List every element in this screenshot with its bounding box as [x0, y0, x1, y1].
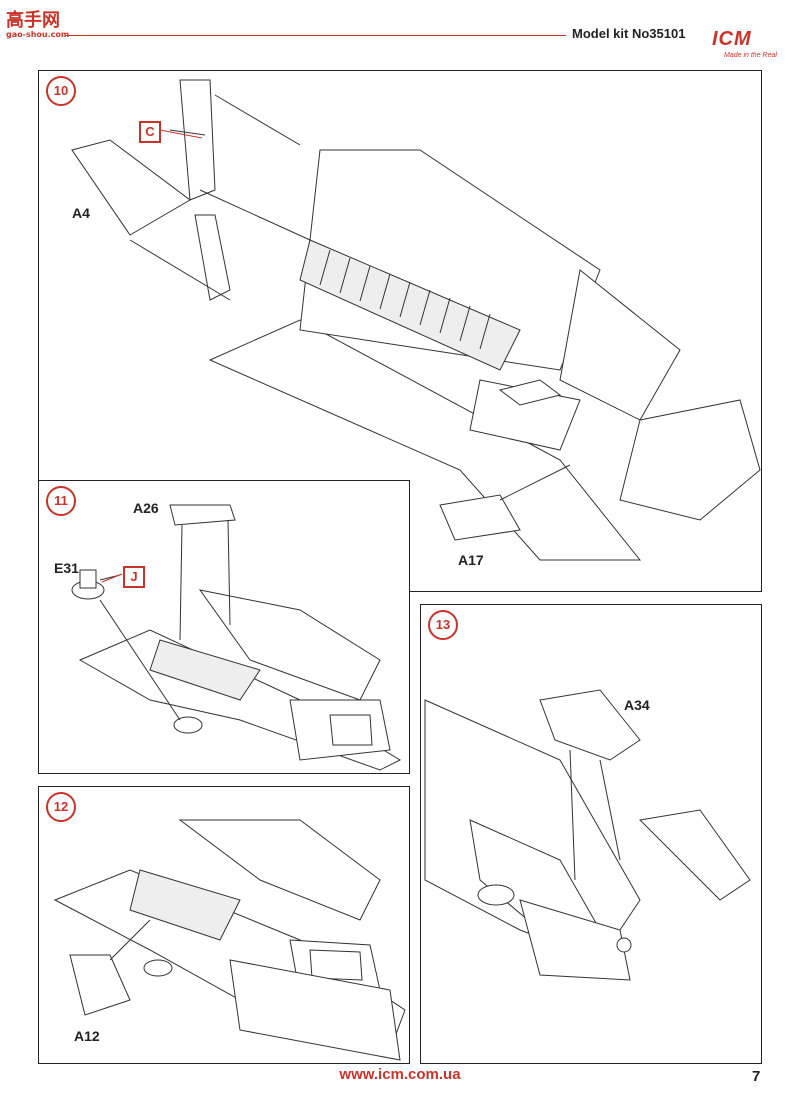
site-logo-subtext: gao-shou.com [6, 30, 70, 39]
step-13-drawing [424, 689, 751, 981]
kit-number: Model kit No35101 [572, 26, 686, 41]
website-url: www.icm.com.ua [339, 1066, 461, 1083]
header-rule [66, 35, 566, 36]
step-10-drawing [71, 79, 761, 561]
site-logo: 高手网 gao-shou.com [6, 6, 69, 39]
part-label-e31: E31 [54, 560, 79, 576]
step-12-drawing [53, 819, 406, 1061]
brand-tagline: Made in the Real [724, 52, 777, 59]
site-logo-text: 高手网 [6, 10, 60, 31]
part-label-a26: A26 [133, 500, 159, 516]
step-number-10: 10 [46, 76, 76, 106]
part-label-a4: A4 [72, 205, 90, 221]
part-label-a34: A34 [624, 697, 650, 713]
step-number-11: 11 [46, 486, 76, 516]
paint-code-c: C [139, 121, 161, 143]
part-label-a12: A12 [74, 1028, 100, 1044]
step-number-13: 13 [428, 610, 458, 640]
step-11-drawing [71, 504, 402, 771]
part-label-a17: A17 [458, 552, 484, 568]
step-number-12: 12 [46, 792, 76, 822]
brand-logo: ICM [712, 28, 752, 50]
page-number: 7 [752, 1068, 761, 1085]
paint-code-j: J [123, 566, 145, 588]
